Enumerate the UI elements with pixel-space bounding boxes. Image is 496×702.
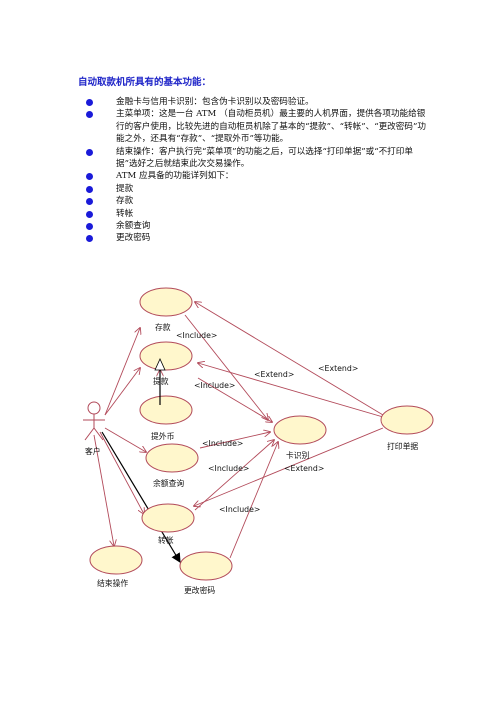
use-case-label: 结束操作 xyxy=(97,578,128,588)
list-item: 存款 xyxy=(86,195,426,207)
extend-label: <Extend> xyxy=(254,370,294,379)
use-case-label: 存款 xyxy=(155,322,171,332)
use-case-end xyxy=(89,545,143,575)
generalization-triangle xyxy=(154,358,166,371)
use-case-label: 提外币 xyxy=(151,431,175,441)
bullet-icon xyxy=(86,198,93,206)
list-item: ATM 应具备的功能详列如下： xyxy=(86,170,426,182)
use-case-diagram: 客户 存款 提款 提外币 余额查询 转帐 结束操作 更改密码 卡识别 打印单据 … xyxy=(83,287,434,595)
list-item: 提款 xyxy=(86,183,426,195)
use-case-withdraw xyxy=(139,341,193,371)
include-label: <Include> xyxy=(208,464,249,473)
use-case-password xyxy=(179,551,233,581)
use-case-label: 余额查询 xyxy=(153,478,184,488)
relation-lines xyxy=(93,302,384,559)
bullet-icon xyxy=(86,99,93,106)
bullet-icon xyxy=(86,148,93,156)
list-item: 余额查询 xyxy=(86,220,426,232)
bullet-icon xyxy=(86,210,93,218)
use-case-card xyxy=(273,415,327,445)
include-label: <Include> xyxy=(219,505,260,514)
use-case-balance xyxy=(145,443,199,473)
use-case-label: 转帐 xyxy=(158,535,174,545)
use-case-print xyxy=(380,405,434,435)
use-case-foreign xyxy=(139,395,193,425)
use-case-label: 卡识别 xyxy=(286,450,310,460)
list-item: 转帐 xyxy=(86,208,426,220)
list-item: 更改密码 xyxy=(86,232,426,244)
actor-figure xyxy=(83,401,105,441)
use-case-deposit xyxy=(139,287,193,317)
black-association-line xyxy=(101,431,181,564)
include-label: <Include> xyxy=(176,331,217,340)
list-item: 主菜单项：这是一台 ATM （自动柜员机）最主要的人机界面，提供各项功能给银行的… xyxy=(86,108,426,145)
list-item: 金融卡与信用卡识别：包含伪卡识别以及密码验证。 xyxy=(86,96,426,108)
use-case-label: 提款 xyxy=(153,376,169,386)
bullet-icon xyxy=(86,111,93,119)
extend-label: <Extend> xyxy=(284,464,324,473)
use-case-transfer xyxy=(141,503,195,533)
bullet-icon xyxy=(86,223,93,231)
include-label: <Include> xyxy=(202,439,243,448)
bullet-icon xyxy=(86,185,93,193)
list-item: 结束操作：客户执行完“菜单项”的功能之后，可以选择“打印单据”或“不打印单据”选… xyxy=(86,146,426,171)
bullet-icon xyxy=(86,235,93,243)
use-case-label: 打印单据 xyxy=(387,441,418,451)
section-heading: 自动取款机所具有的基本功能： xyxy=(78,77,212,88)
use-case-label: 更改密码 xyxy=(184,585,215,595)
actor-label: 客户 xyxy=(85,446,101,456)
include-label: <Include> xyxy=(194,381,235,390)
bullet-icon xyxy=(86,173,93,181)
extend-label: <Extend> xyxy=(318,364,358,373)
function-list: 金融卡与信用卡识别：包含伪卡识别以及密码验证。 主菜单项：这是一台 ATM （自… xyxy=(86,96,426,245)
